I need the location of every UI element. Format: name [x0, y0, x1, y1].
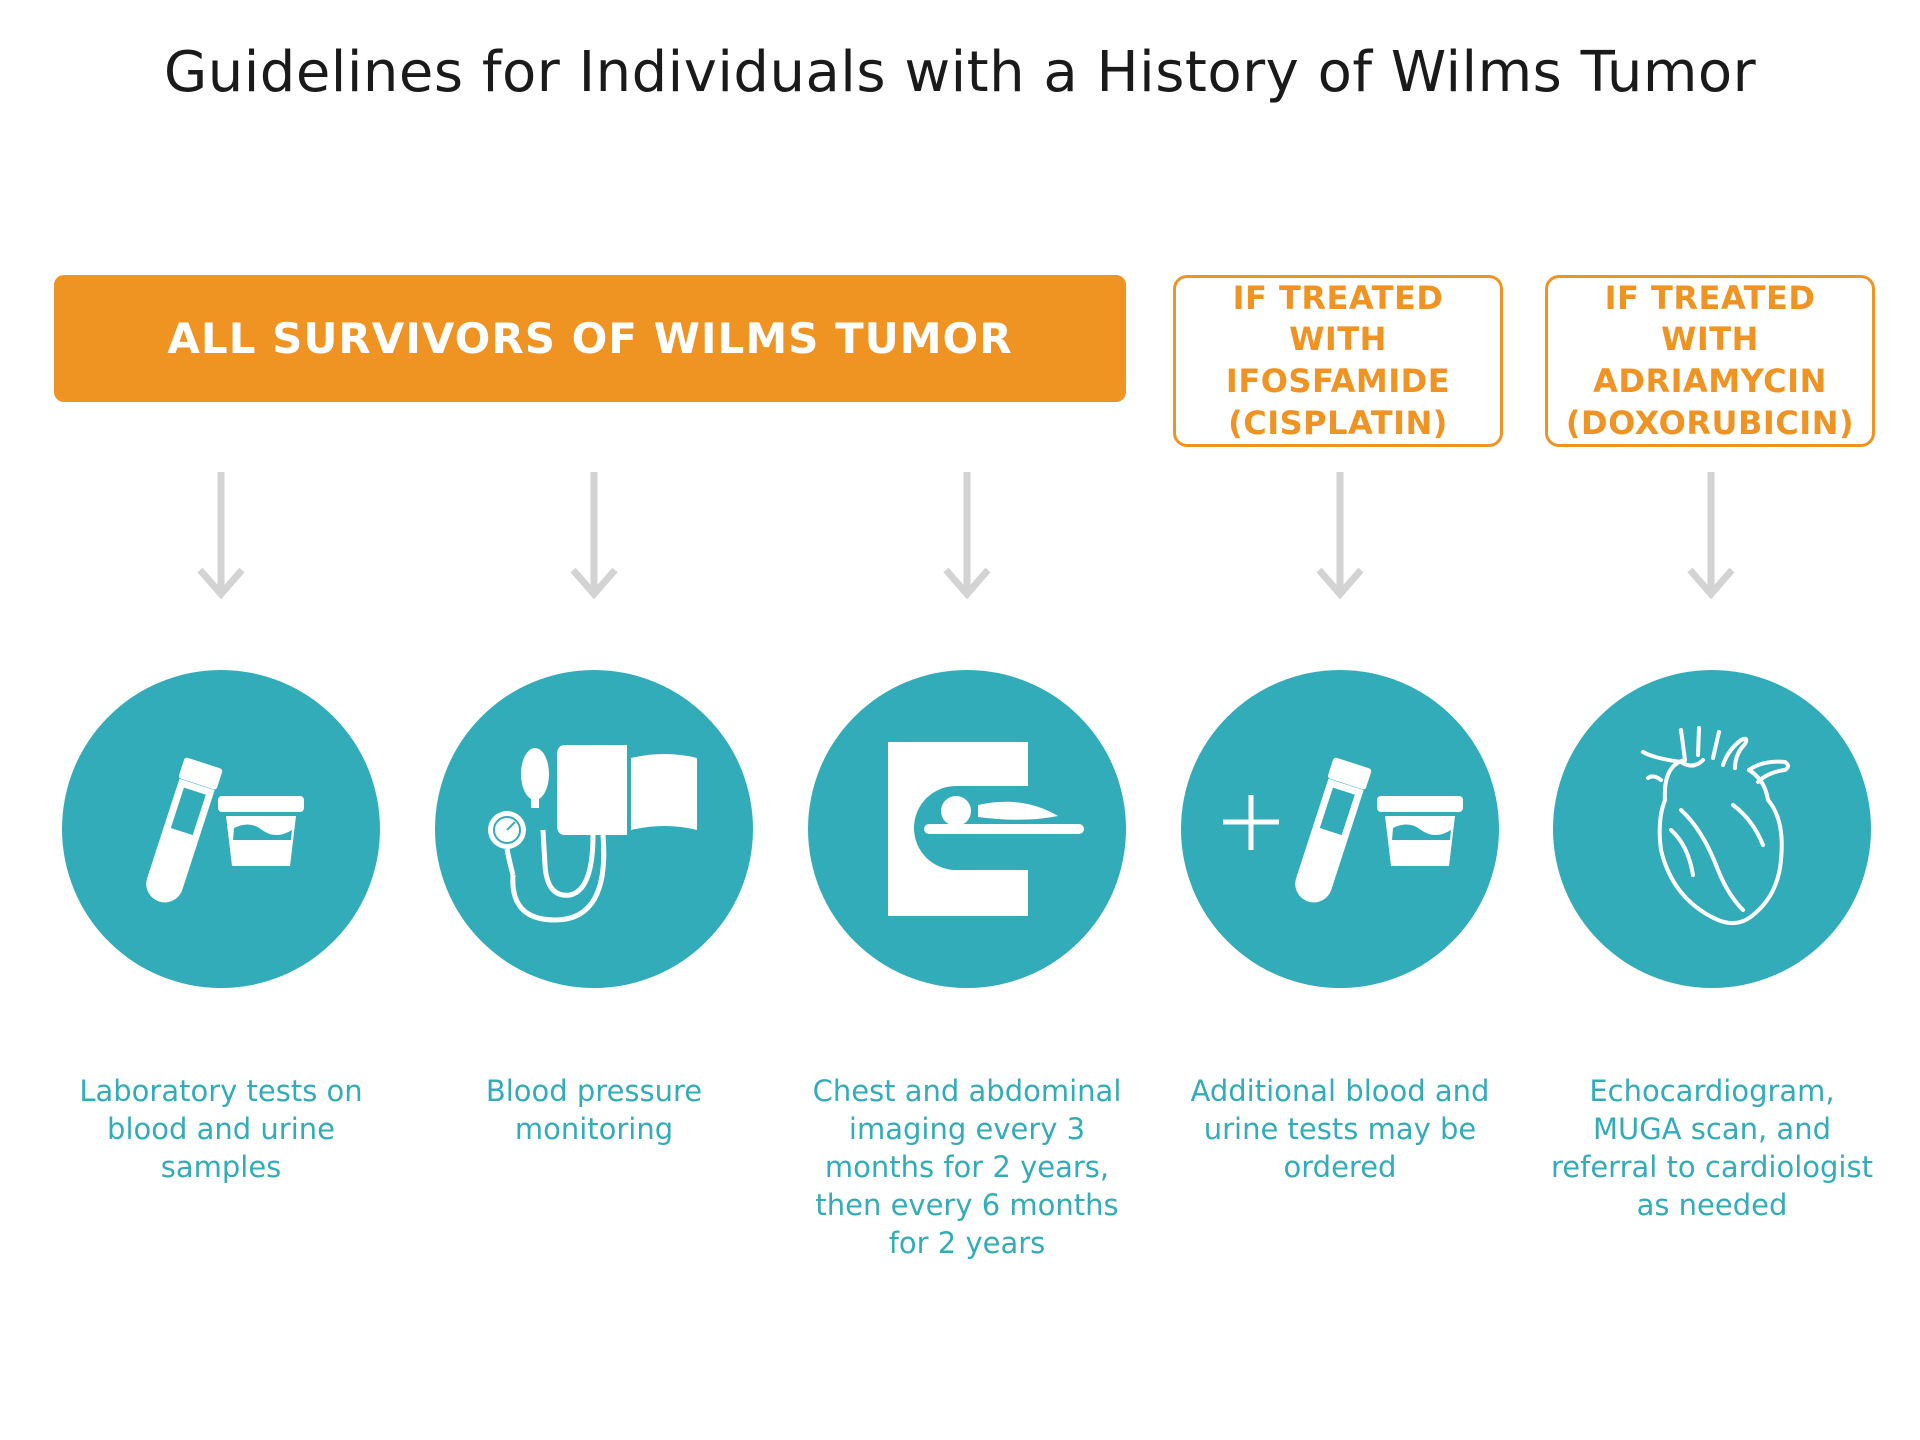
lab-tests-circle: [62, 670, 380, 988]
blood-pressure-cuff-icon: [488, 745, 697, 923]
test-tube-and-cup-icon: [146, 757, 304, 903]
plus-test-tube-and-cup-icon: [1223, 757, 1463, 903]
blood-pressure-circle: [435, 670, 753, 988]
arrow-down-icon: [943, 472, 991, 600]
item-description: Laboratory tests on blood and urine samp…: [79, 1074, 363, 1184]
group-header-all-survivors: ALL SURVIVORS OF WILMS TUMOR: [54, 275, 1126, 402]
imaging-scanner-icon: [888, 742, 1084, 916]
heart-icon: [1641, 726, 1790, 926]
arrow-down-icon: [570, 472, 618, 600]
item-description: Echocardiogram, MUGA scan, and referral …: [1551, 1074, 1873, 1222]
arrow-down-icon: [1687, 472, 1735, 600]
cardiac-circle: [1553, 670, 1871, 988]
imaging-circle: [808, 670, 1126, 988]
group-header-adriamycin: IF TREATED WITH ADRIAMYCIN (DOXORUBICIN): [1545, 275, 1875, 447]
item-description: Blood pressure monitoring: [485, 1074, 703, 1146]
item-description: Additional blood and urine tests may be …: [1190, 1074, 1490, 1184]
group-header-ifosfamide: IF TREATED WITH IFOSFAMIDE (CISPLATIN): [1173, 275, 1503, 447]
arrow-down-icon: [197, 472, 245, 600]
arrow-down-icon: [1316, 472, 1364, 600]
item-description: Chest and abdominal imaging every 3 mont…: [812, 1074, 1122, 1260]
additional-tests-circle: [1181, 670, 1499, 988]
page-title: Guidelines for Individuals with a Histor…: [163, 40, 1757, 105]
